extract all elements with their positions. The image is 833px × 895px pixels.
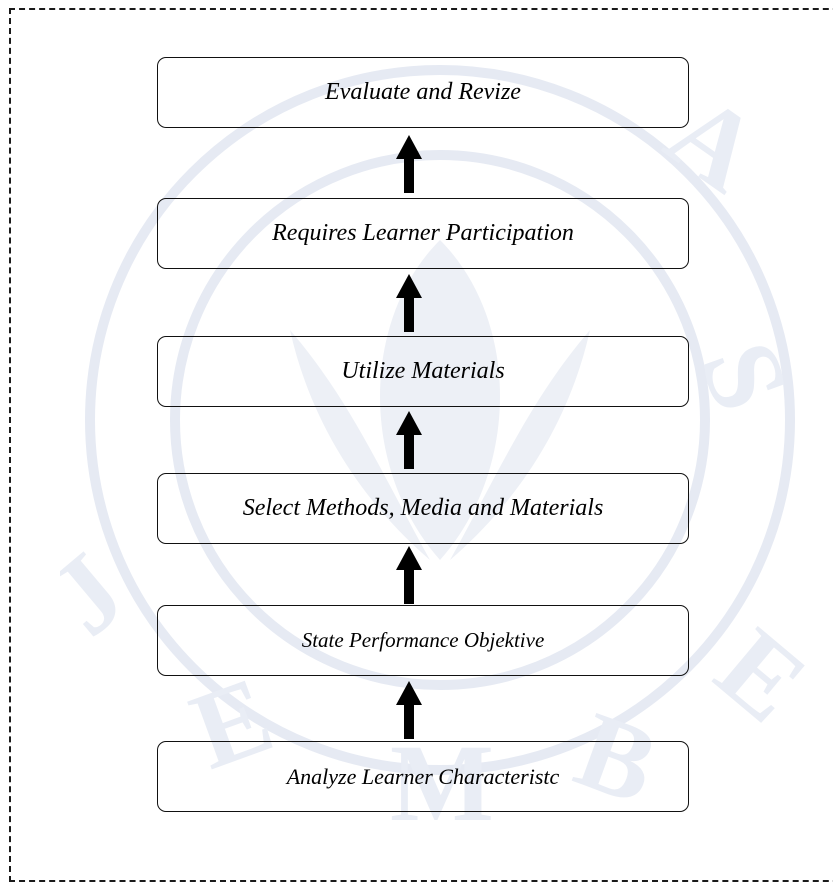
step-select-methods-media-materials: Select Methods, Media and Materials — [157, 473, 689, 544]
dashed-frame — [9, 8, 833, 882]
arrow-up-icon — [396, 274, 422, 332]
arrow-up-icon — [396, 135, 422, 193]
arrow-up-icon — [396, 546, 422, 604]
step-requires-learner-participation: Requires Learner Participation — [157, 198, 689, 269]
step-analyze-learner-characteristc: Analyze Learner Characteristc — [157, 741, 689, 812]
step-evaluate-and-revize: Evaluate and Revize — [157, 57, 689, 128]
arrow-up-icon — [396, 681, 422, 739]
arrow-up-icon — [396, 411, 422, 469]
step-state-performance-objektive: State Performance Objektive — [157, 605, 689, 676]
step-utilize-materials: Utilize Materials — [157, 336, 689, 407]
